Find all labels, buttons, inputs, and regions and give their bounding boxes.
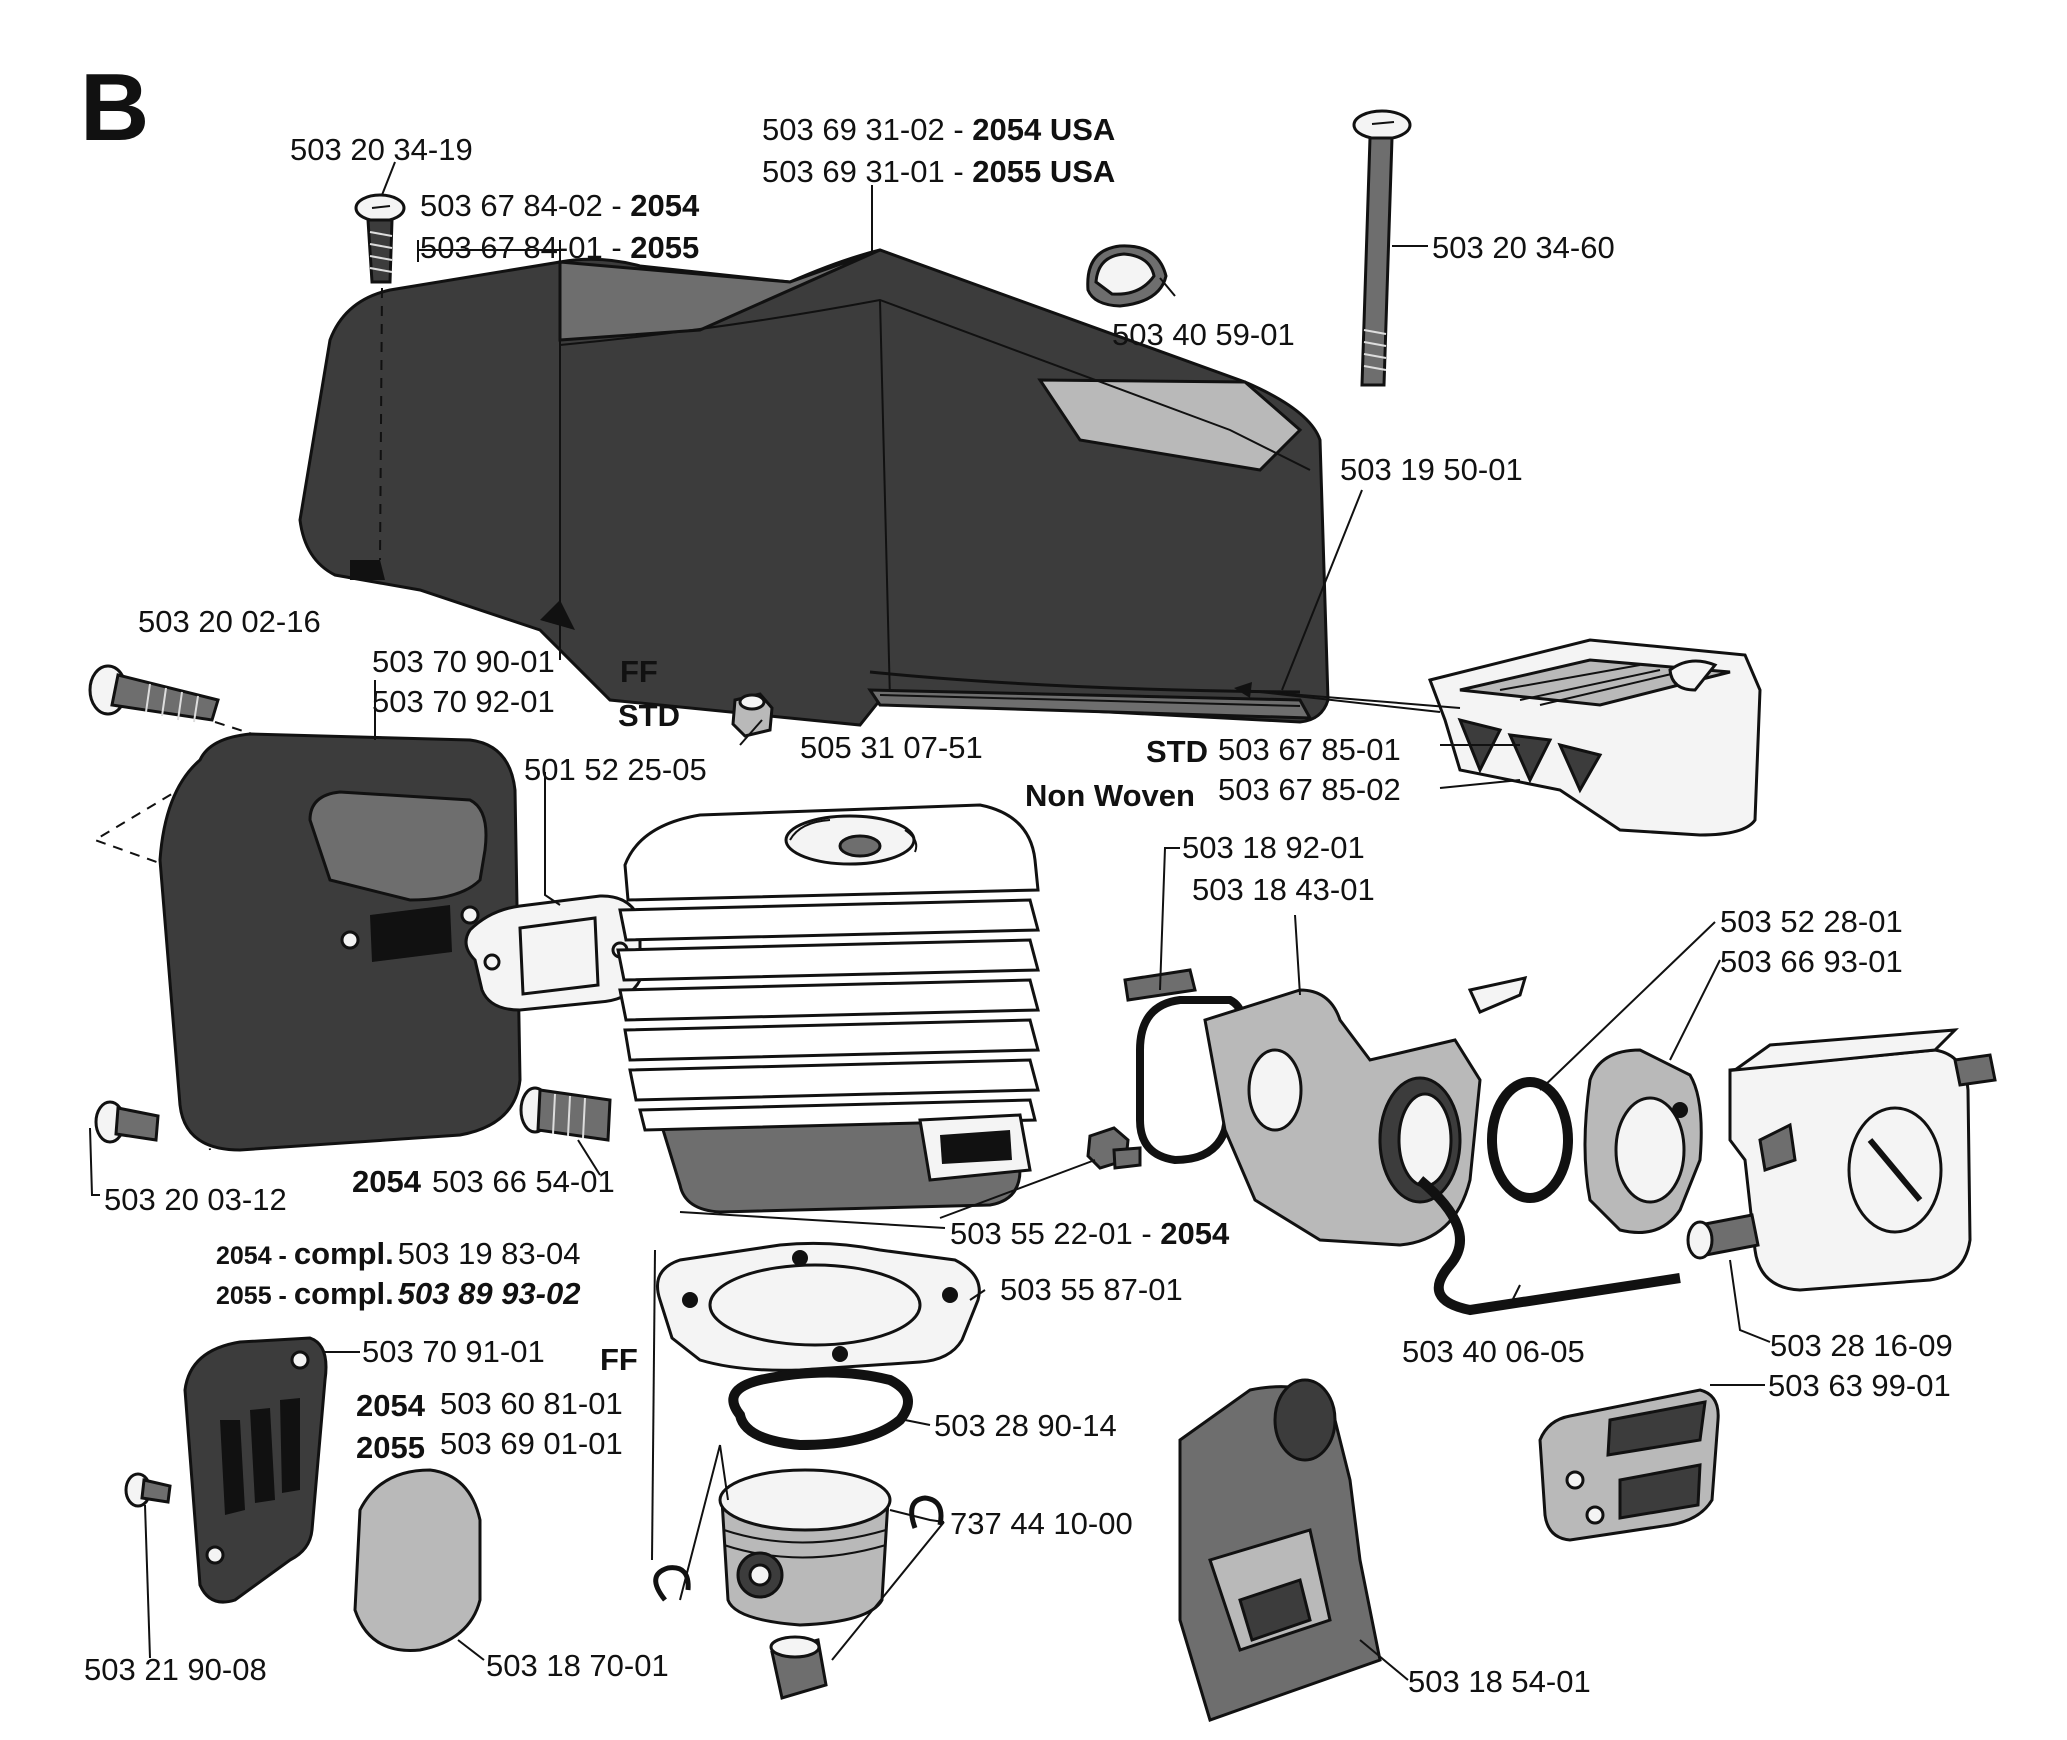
section-letter: B	[80, 54, 149, 161]
label-clamp: 503 18 92-01	[1182, 830, 1365, 865]
label-bolt: 503 20 02-16	[138, 604, 321, 639]
air-filter-drawing	[1428, 638, 1762, 837]
needle-bearing-drawing	[769, 1635, 828, 1700]
impulse-hose-drawing	[1416, 1176, 1681, 1316]
label-piston-2054: 503 60 81-01	[440, 1386, 623, 1421]
label-small-screw: 503 21 90-08	[84, 1652, 267, 1687]
label-cylinder-2054-compl: compl.	[294, 1236, 394, 1271]
label-filter-nw-tag: Non Woven	[1025, 778, 1195, 813]
label-cover-2055: 503 67 84-01 - 2055	[420, 230, 699, 265]
ring-seal-drawing	[1487, 1077, 1573, 1203]
manifold-drawing	[1178, 1378, 1382, 1722]
label-flange: 503 66 93-01	[1720, 944, 1903, 979]
label-hood-2054-part: 503 69 31-02 -	[762, 112, 972, 147]
label-nut: 505 31 07-51	[800, 730, 983, 765]
intake-drawing	[1203, 975, 1528, 1247]
flange-drawing	[1583, 1048, 1703, 1234]
bolt-drawing	[88, 664, 220, 723]
label-screen: 503 18 70-01	[486, 1648, 669, 1683]
label-ff-bottom: FF	[600, 1342, 638, 1377]
leader-lines	[89, 161, 1771, 1681]
filter-arrow-line	[1241, 689, 1441, 713]
label-plate: 503 70 91-01	[362, 1334, 545, 1369]
label-piston-ring: 503 28 90-14	[934, 1408, 1117, 1443]
label-muffler-1: 503 70 90-01	[372, 644, 555, 679]
label-cylinder-2055-part: 503 89 93-02	[398, 1276, 581, 1311]
label-cover-2055-model: 2055	[630, 230, 699, 265]
label-piston-2054-model: 2054	[356, 1388, 426, 1423]
label-filter-std: 503 67 85-01	[1218, 732, 1401, 767]
label-intake: 503 18 43-01	[1192, 872, 1375, 907]
label-piston-2055-model: 2055	[356, 1430, 425, 1465]
muffler-drawing	[158, 732, 522, 1152]
nut-drawing	[731, 692, 774, 738]
label-cover-2055-part: 503 67 84-01 -	[420, 230, 630, 265]
label-cylinder-2054-model: 2054 -	[216, 1242, 294, 1270]
label-muffler-screw: 503 20 03-12	[104, 1182, 287, 1217]
label-cylinder-plug: 503 55 22-01 - 2054	[950, 1216, 1230, 1251]
carburetor-drawing	[1686, 1028, 1997, 1292]
label-long-screw: 503 20 34-60	[1432, 230, 1615, 265]
piston-ring-drawing	[728, 1367, 913, 1451]
label-cover-2054: 503 67 84-02 - 2054	[420, 188, 700, 223]
label-valve: 503 66 54-01	[432, 1164, 615, 1199]
muffler-screw-drawing	[94, 1100, 160, 1144]
label-manifold: 503 18 54-01	[1408, 1664, 1591, 1699]
small-screw-drawing	[124, 1472, 172, 1508]
label-cylinder-plug-model: 2054	[1160, 1216, 1230, 1251]
label-seal: 503 19 50-01	[1340, 452, 1523, 487]
long-screw-drawing	[1352, 109, 1412, 387]
label-cylinder-2055-model: 2055 -	[216, 1282, 294, 1310]
label-hood-2054-model: 2054 USA	[972, 112, 1115, 147]
label-cylinder-gasket: 503 55 87-01	[1000, 1272, 1183, 1307]
label-cylinder-2055: 2055 - compl.503 89 93-02	[216, 1276, 580, 1311]
circlip-right-drawing	[909, 1495, 944, 1529]
plate-drawing	[183, 1336, 328, 1604]
label-plug: 503 40 59-01	[1112, 317, 1295, 352]
label-cover-2054-model: 2054	[630, 188, 700, 223]
label-cover-2054-part: 503 67 84-02 -	[420, 188, 630, 223]
circlip-left-drawing	[653, 1565, 691, 1602]
plug-drawing	[1086, 244, 1168, 308]
label-std-top: STD	[618, 698, 680, 733]
label-circlip: 737 44 10-00	[950, 1506, 1133, 1541]
label-ring-seal: 503 52 28-01	[1720, 904, 1903, 939]
label-hood-2055-part: 503 69 31-01 -	[762, 154, 972, 189]
label-filter-std-tag: STD	[1146, 734, 1208, 769]
label-ff-top: FF	[620, 654, 658, 689]
label-cylinder-2054-part: 503 19 83-04	[398, 1236, 581, 1271]
screen-drawing	[353, 1468, 482, 1652]
label-muffler-gasket: 501 52 25-05	[524, 752, 707, 787]
label-muffler-2: 503 70 92-01	[372, 684, 555, 719]
label-valve-model: 2054	[352, 1164, 422, 1199]
label-hood-2055-model: 2055 USA	[972, 154, 1115, 189]
label-piston-2055: 503 69 01-01	[440, 1426, 623, 1461]
top-cover-drawing	[298, 248, 1330, 727]
label-hood-2054: 503 69 31-02 - 2054 USA	[762, 112, 1115, 147]
label-cylinder-2055-compl: compl.	[294, 1276, 394, 1311]
filter-arrow-head	[1234, 682, 1252, 698]
piston-drawing	[718, 1468, 892, 1627]
label-hood-2055: 503 69 31-01 - 2055 USA	[762, 154, 1115, 189]
valve-drawing	[519, 1086, 612, 1142]
cylinder-drawing	[616, 803, 1040, 1214]
screw-top-left-drawing	[354, 193, 406, 561]
label-block: 503 63 99-01	[1768, 1368, 1951, 1403]
cylinder-plug-drawing	[1086, 1126, 1142, 1170]
seal-gasket-drawing	[874, 689, 1301, 707]
label-impulse-hose: 503 40 06-05	[1402, 1334, 1585, 1369]
label-screw-top-left: 503 20 34-19	[290, 132, 473, 167]
label-cylinder-2054: 2054 - compl.503 19 83-04	[216, 1236, 580, 1271]
cylinder-gasket-drawing	[656, 1241, 981, 1372]
label-filter-nw: 503 67 85-02	[1218, 772, 1401, 807]
label-carb-screw: 503 28 16-09	[1770, 1328, 1953, 1363]
label-cylinder-plug-part: 503 55 22-01 -	[950, 1216, 1160, 1251]
block-drawing	[1538, 1388, 1720, 1542]
muffler-gasket-drawing	[464, 894, 642, 1012]
